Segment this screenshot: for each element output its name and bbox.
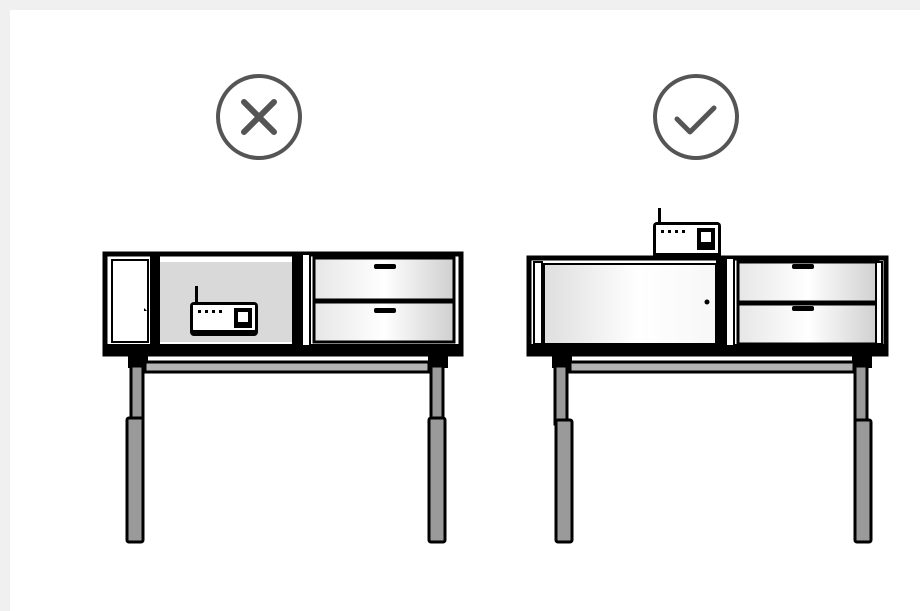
check-circle-icon — [655, 76, 737, 158]
cabinet-legs — [552, 352, 872, 542]
correct-placement-group — [529, 76, 886, 542]
router-icon-on-top — [653, 208, 721, 260]
cabinet-legs — [127, 352, 448, 542]
cabinet-open — [105, 254, 461, 354]
wrong-placement-group — [105, 76, 461, 542]
cabinet-closed — [529, 258, 886, 354]
x-circle-icon — [218, 76, 300, 158]
